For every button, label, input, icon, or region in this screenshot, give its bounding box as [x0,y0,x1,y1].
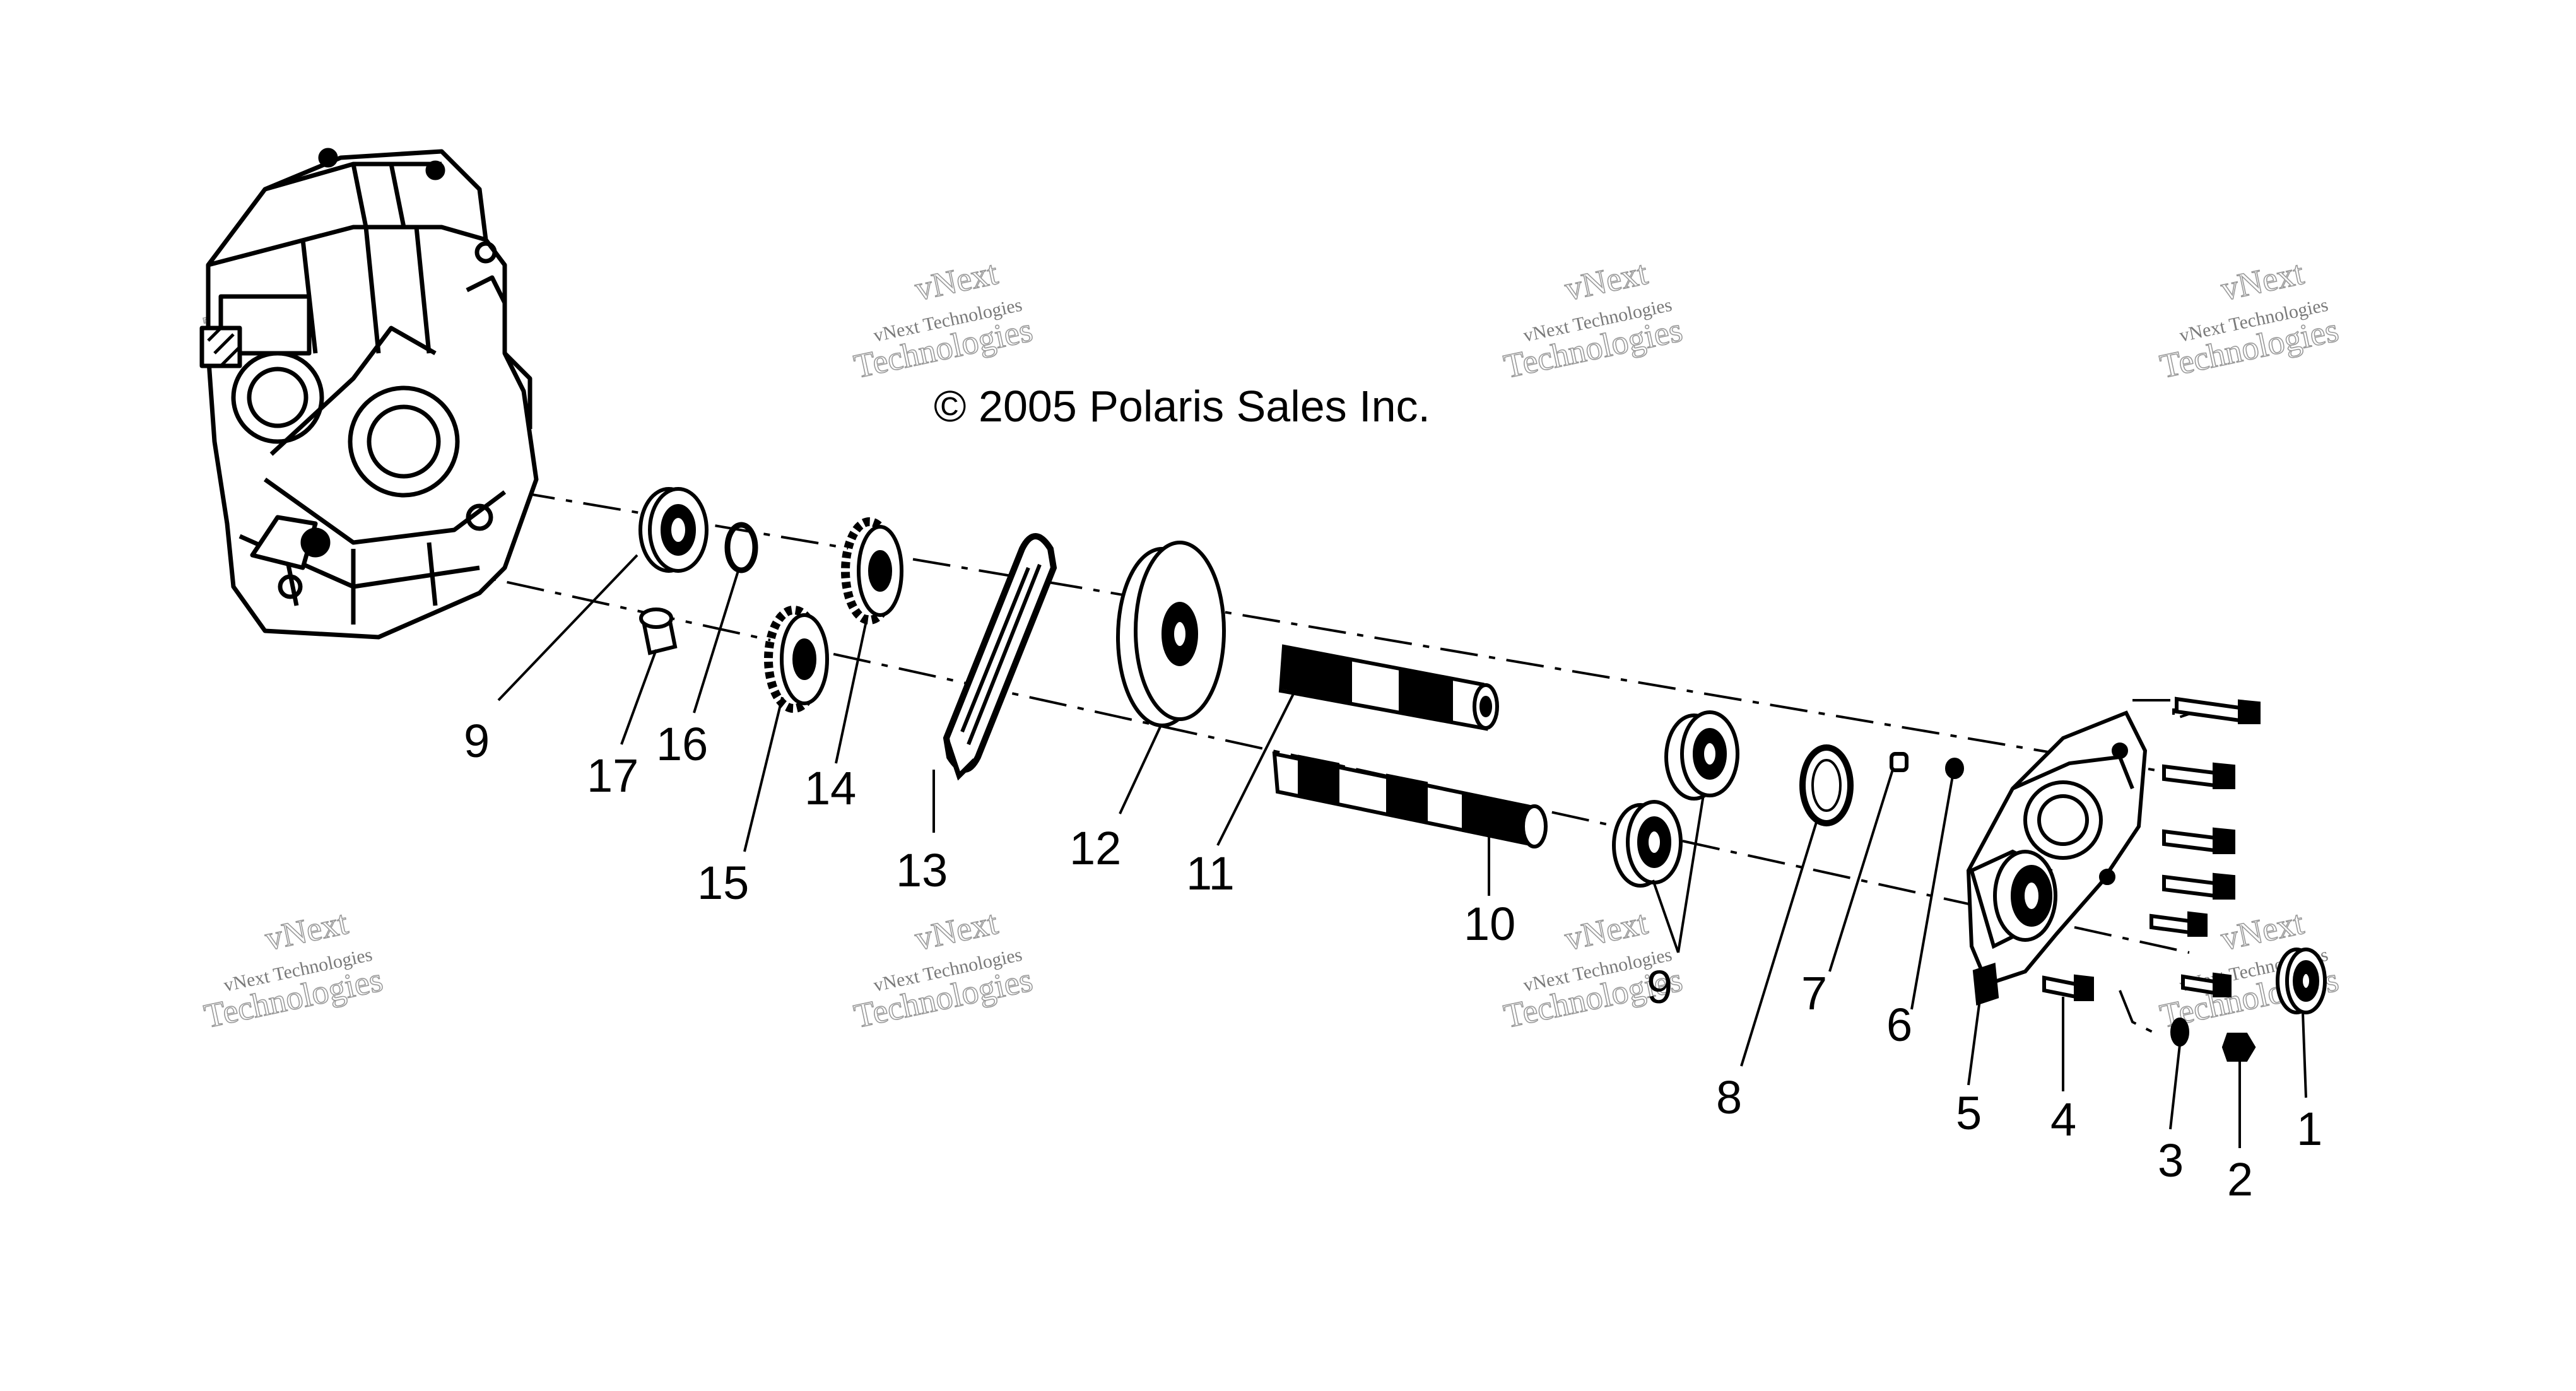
part-17-bushing [639,607,678,655]
callout-5: 5 [1956,1087,1982,1139]
svg-text:vNext: vNext [912,903,1001,958]
leader-11 [1216,674,1304,846]
leader-12 [1119,725,1162,814]
callout-labels: 1 2 3 4 5 6 7 8 9 9 10 11 12 13 14 15 16… [464,715,2322,1206]
callout-3: 3 [2158,1134,2184,1187]
part-9-bearing-upper-right [1664,710,1739,801]
watermark-2: vNext vNext Technologies Technologies [850,253,1037,385]
bolt-axis-lower [2119,990,2158,1036]
part-5-cover [1966,710,2148,1006]
cover-bolts [2042,696,2261,1001]
leader-5 [1967,990,1982,1086]
upper-shaft-axis [517,491,2190,777]
part-6-plug [1945,758,1964,779]
watermark-6: vNext vNext Technologies Technologies [850,903,1037,1035]
bolt [2162,762,2235,789]
copyright-notice: © 2005 Polaris Sales Inc. [934,382,1430,431]
leader-9-right-b [1652,879,1679,953]
part-13-drive-chain [943,533,1057,781]
parts [638,487,2327,1062]
part-14-gear [841,517,903,625]
part-3-sealing-washer [2170,1018,2189,1047]
callout-17: 17 [587,749,638,802]
part-12-disc [1116,541,1226,727]
part-10-lower-shaft [1272,751,1548,848]
leader-3 [2169,1044,2181,1130]
bolt [2175,696,2261,724]
bolt [2162,827,2235,854]
watermark-5: vNext vNext Technologies Technologies [201,903,387,1035]
part-7-dowel-pin [1890,752,1908,772]
part-11-upper-shaft [1278,644,1499,731]
callout-6: 6 [1886,999,1912,1051]
svg-text:vNext: vNext [912,254,1001,308]
watermark-4: vNext vNext Technologies Technologies [2156,253,2343,385]
bolt-part-4 [2042,974,2094,1001]
transmission-housing [199,148,539,640]
bolt [2150,911,2208,937]
svg-text:vNext: vNext [2218,254,2307,308]
watermark-3: vNext vNext Technologies Technologies [1500,253,1686,385]
callout-13: 13 [896,844,948,896]
part-15-gear [764,606,829,713]
leader-7 [1828,769,1894,972]
callout-12: 12 [1069,822,1121,874]
svg-text:vNext: vNext [1561,903,1651,958]
callout-1: 1 [2297,1103,2322,1155]
callout-4: 4 [2050,1093,2076,1146]
svg-text:vNext: vNext [262,903,351,958]
callout-9-right: 9 [1647,961,1673,1013]
part-2-drain-plug [2221,1033,2256,1062]
callout-15: 15 [697,857,749,909]
part-8-washer [1799,744,1854,826]
part-1-oil-seal [2276,948,2327,1014]
callout-2: 2 [2227,1153,2253,1206]
leader-14 [835,614,869,764]
leader-1 [2302,1012,2307,1098]
leader-17 [620,649,657,745]
callout-7: 7 [1801,967,1827,1019]
leader-6 [1910,775,1954,1010]
part-9-bearing-lower-right [1612,800,1683,888]
callout-10: 10 [1464,898,1515,950]
callout-16: 16 [656,718,708,770]
leader-16 [693,570,739,713]
leader-lines [497,554,2307,1148]
leader-9-right-a [1677,794,1705,953]
leader-15 [743,696,784,852]
bolt [2162,872,2235,900]
leader-8 [1740,819,1818,1067]
callout-9-left: 9 [464,715,490,767]
part-9-bearing-left [638,487,709,573]
svg-text:vNext: vNext [1561,254,1651,308]
callout-14: 14 [804,762,856,814]
callout-11: 11 [1186,847,1235,900]
part-16-snap-ring [724,522,758,573]
callout-8: 8 [1716,1071,1742,1124]
bolt [2181,972,2232,997]
leader-9-left [497,554,638,701]
